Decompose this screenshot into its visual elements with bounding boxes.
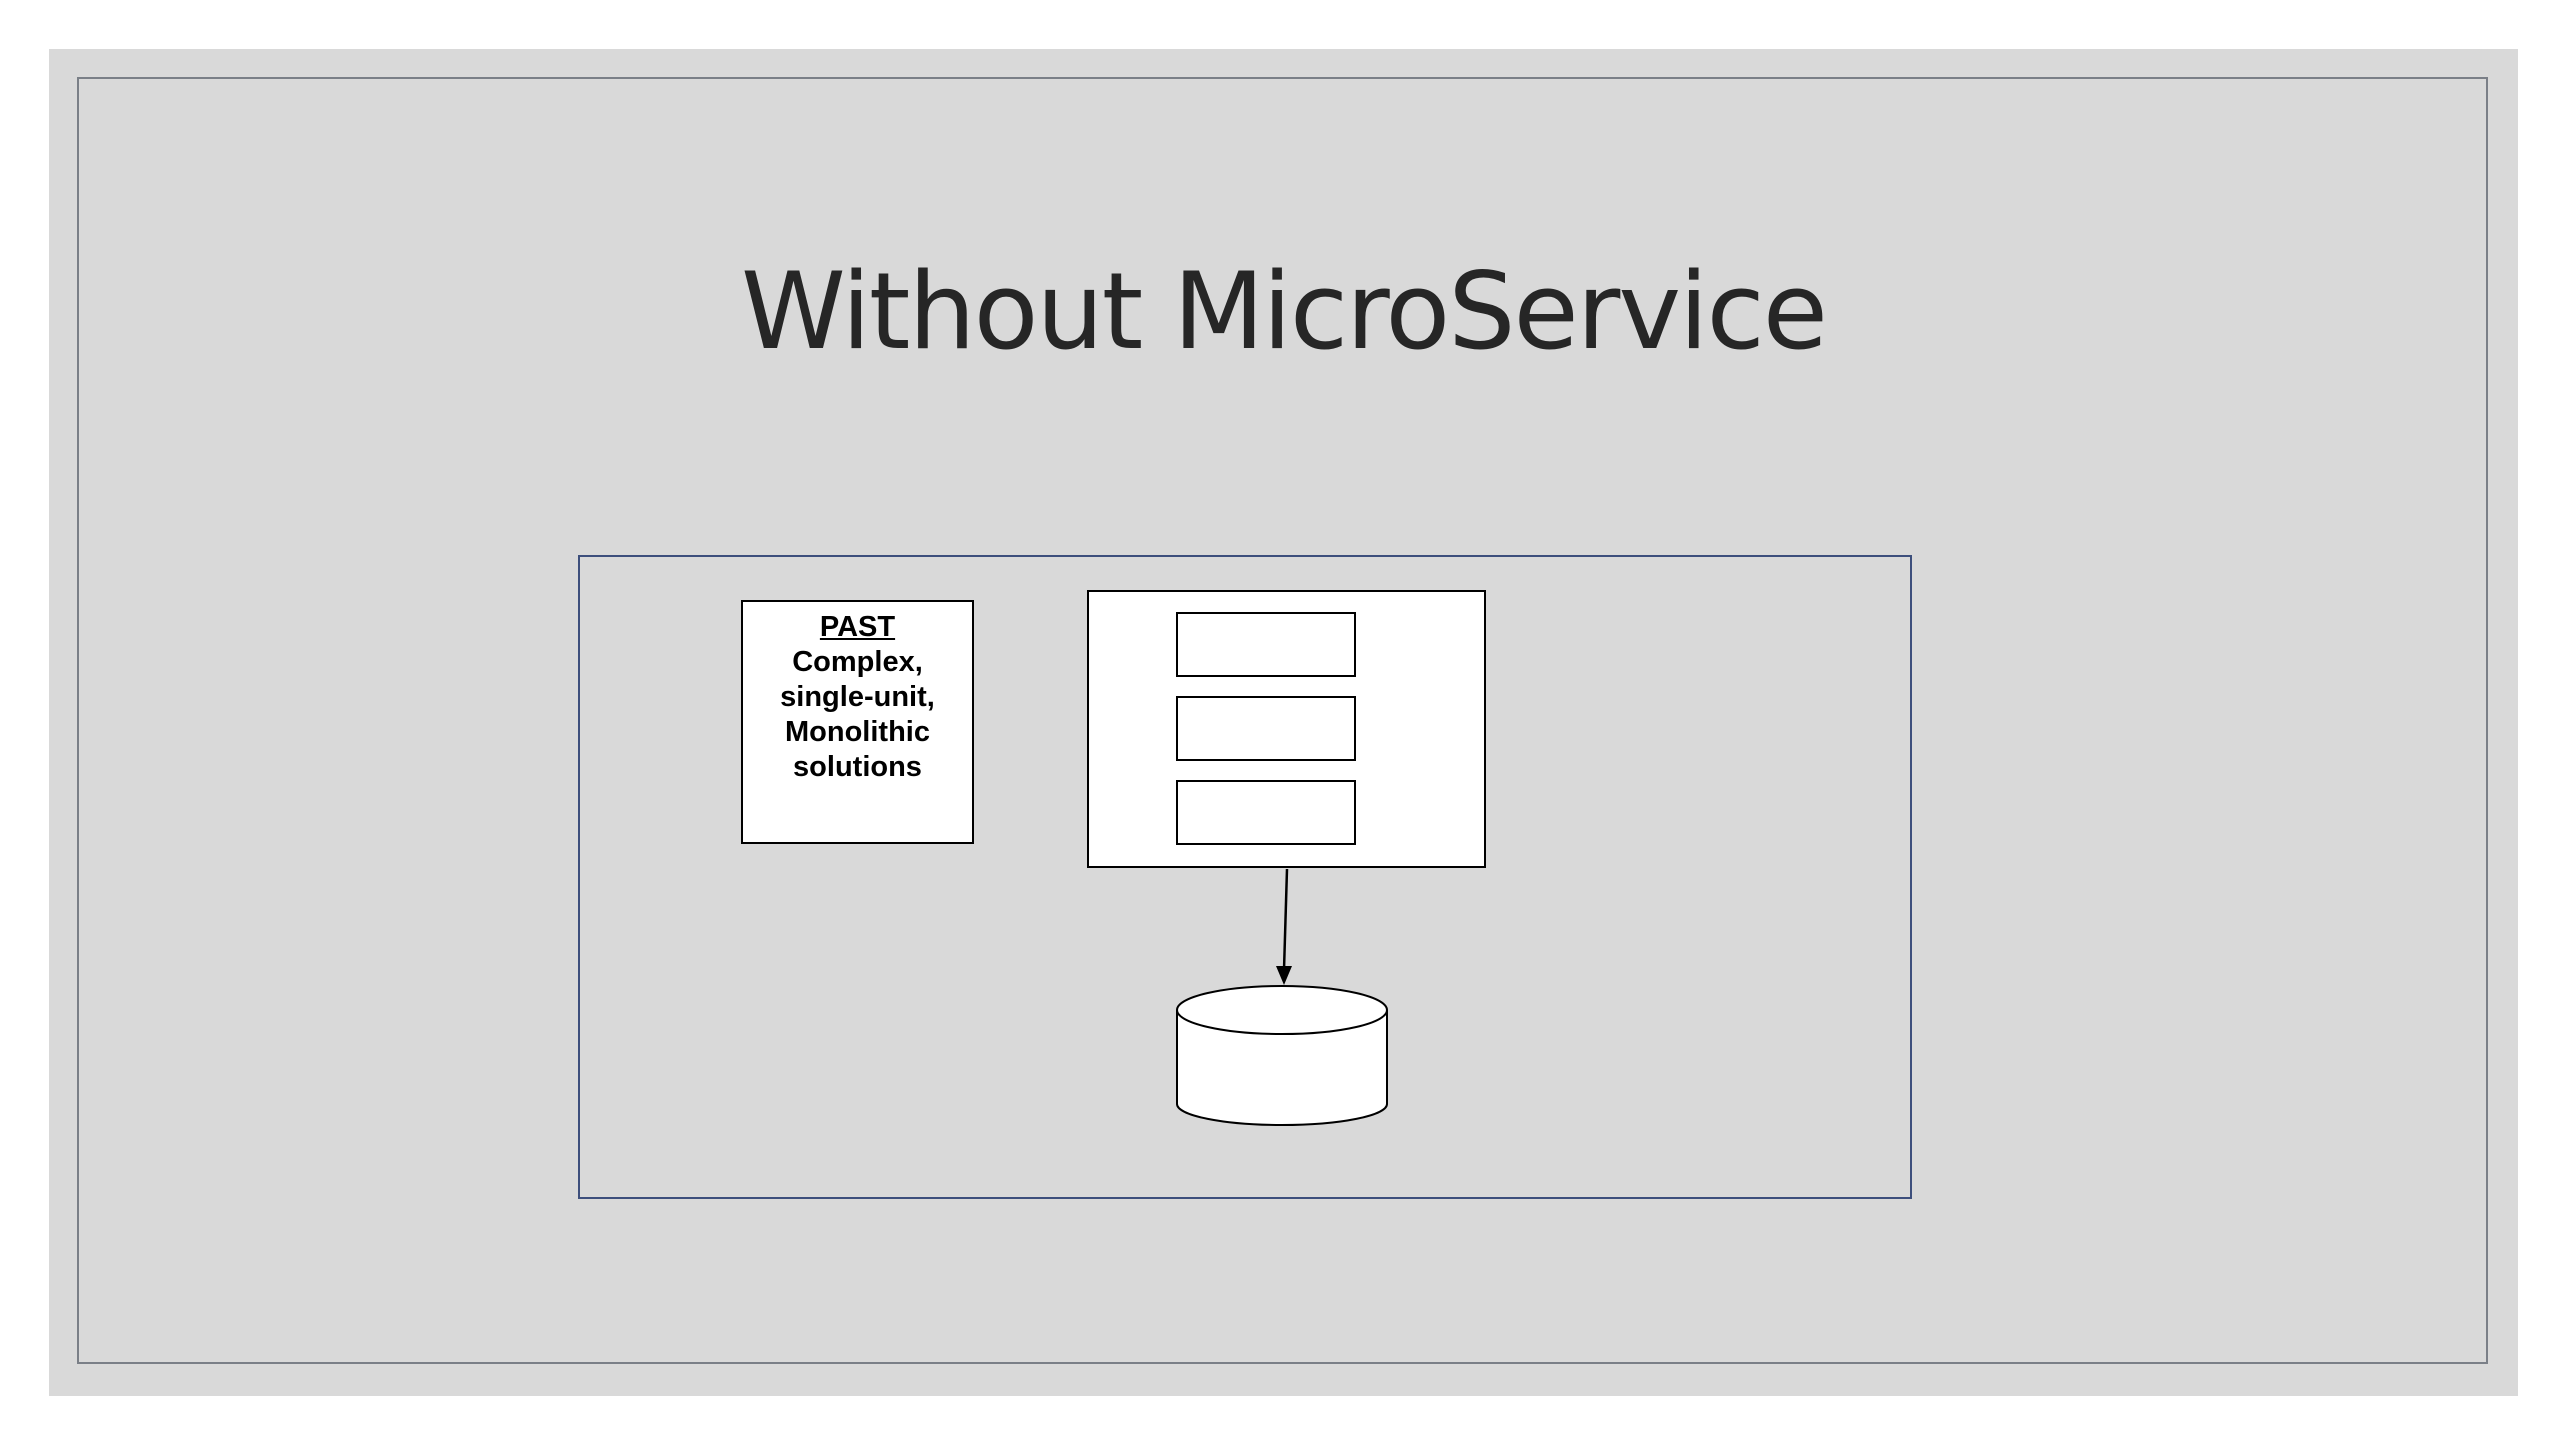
- slide-frame: [77, 77, 2488, 1364]
- database-cylinder-icon: [1176, 985, 1388, 1126]
- module-block-3: [1176, 780, 1356, 845]
- past-description-box: PAST Complex, single-unit, Monolithic so…: [741, 600, 974, 844]
- arrow-connector: [1276, 868, 1292, 985]
- slide-title: Without MicroService: [740, 250, 1828, 373]
- module-block-1: [1176, 612, 1356, 677]
- past-body: Complex, single-unit, Monolithic solutio…: [780, 646, 935, 783]
- past-heading: PAST: [819, 611, 896, 643]
- diagram-container: [578, 555, 1912, 1199]
- module-block-2: [1176, 696, 1356, 761]
